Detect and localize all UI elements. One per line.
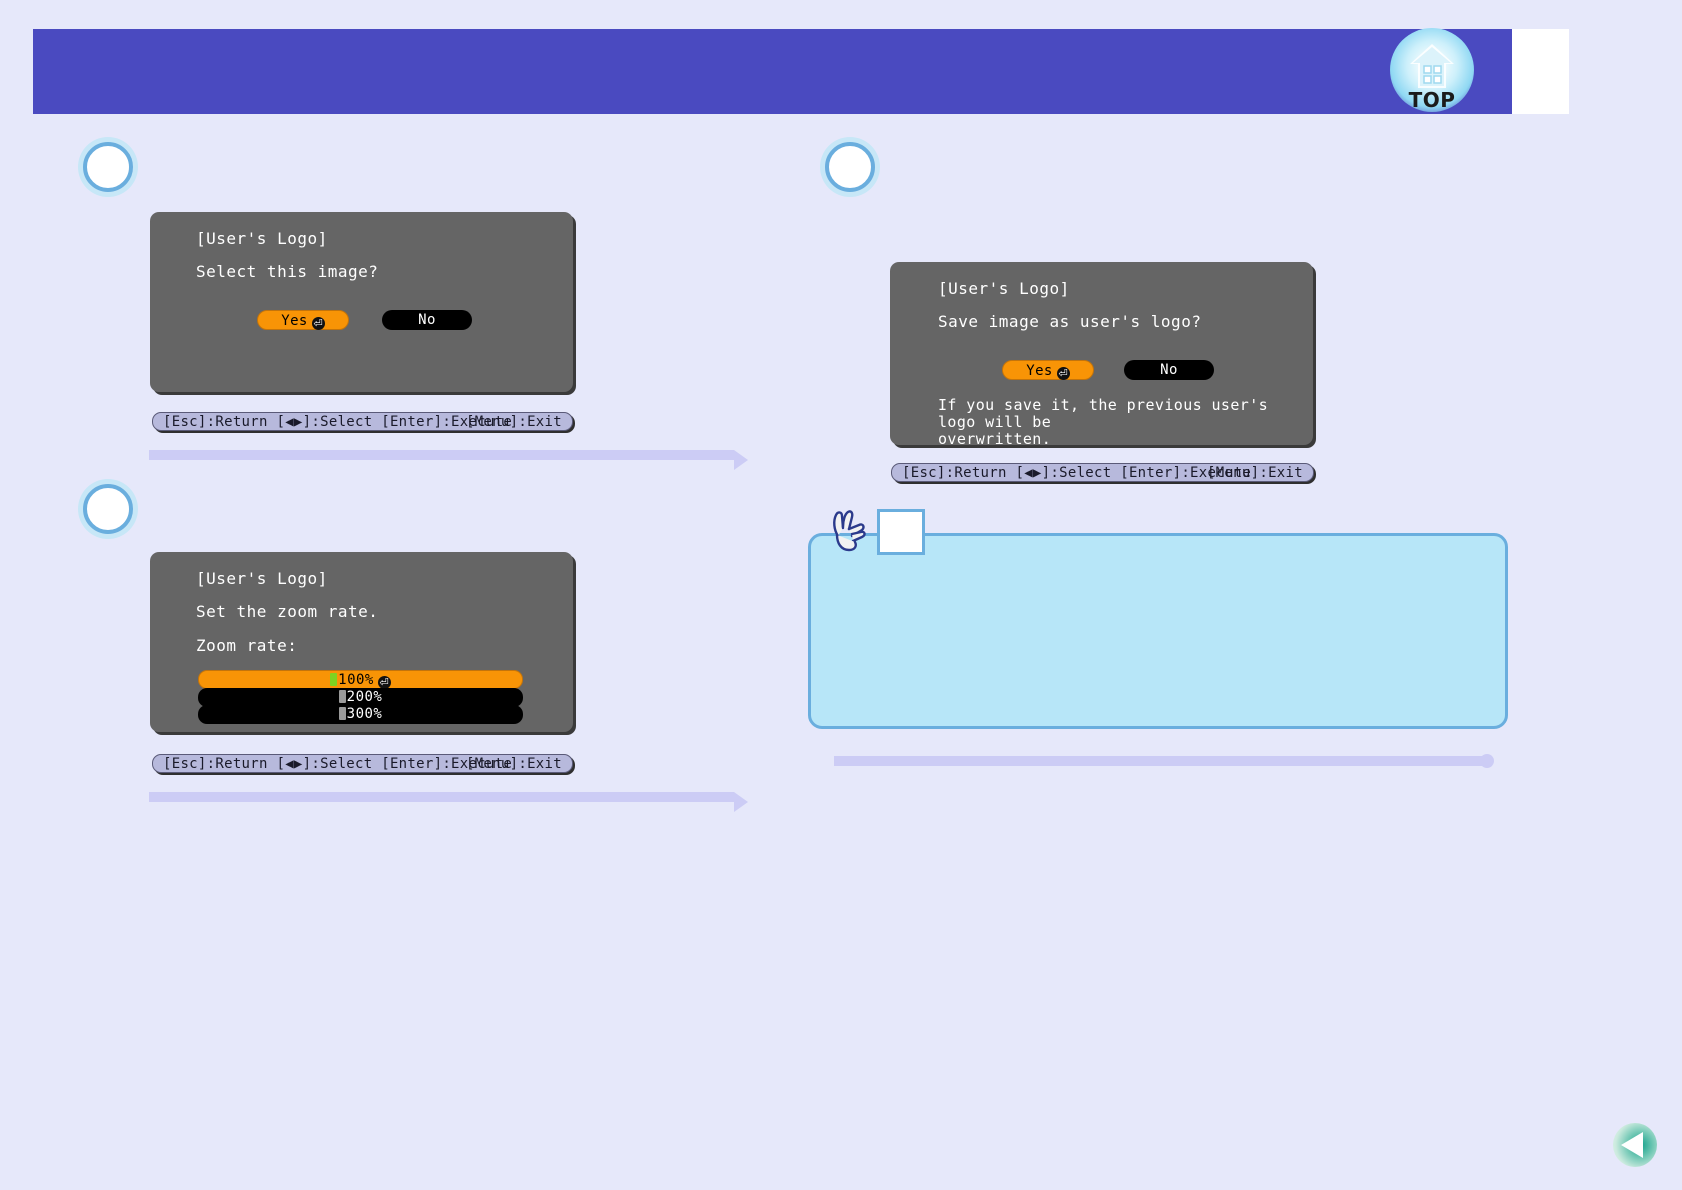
tip-box xyxy=(808,533,1508,729)
no-button-3-label: No xyxy=(1160,362,1178,378)
zoom-option-200-label: 200% xyxy=(346,689,383,705)
yes-button-3[interactable]: Yes⏎ xyxy=(1002,360,1094,380)
enter-icon-2: ⏎ xyxy=(377,676,391,689)
osd-status-bar-2: [Esc]:Return [◀▶]:Select [Enter]:Execute… xyxy=(152,754,573,773)
enter-icon-1: ⏎ xyxy=(311,317,325,330)
back-arrow-icon[interactable] xyxy=(1613,1123,1657,1167)
osd-status-left-2: [Esc]:Return [◀▶]:Select [Enter]:Execute xyxy=(163,756,513,772)
osd-status-left-3: [Esc]:Return [◀▶]:Select [Enter]:Execute xyxy=(902,465,1252,481)
tip-badge xyxy=(877,509,925,555)
back-arrow-triangle xyxy=(1621,1132,1643,1158)
zoom-option-200-marker xyxy=(338,690,346,703)
no-button-3[interactable]: No xyxy=(1124,360,1214,380)
zoom-option-200[interactable]: 200% xyxy=(198,688,523,707)
top-badge-label: TOP xyxy=(1408,88,1456,112)
osd-status-left-1: [Esc]:Return [◀▶]:Select [Enter]:Execute xyxy=(163,414,513,430)
pointing-hand-icon xyxy=(828,508,870,554)
osd-status-bar-1: [Esc]:Return [◀▶]:Select [Enter]:Execute… xyxy=(152,412,573,431)
zoom-option-100-label: 100% xyxy=(338,672,374,688)
header-bar xyxy=(33,29,1512,114)
osd-title-3: [User's Logo] xyxy=(938,279,1070,298)
step-marker-1 xyxy=(83,142,133,192)
osd-title-1: [User's Logo] xyxy=(196,229,328,248)
flow-arrow-2 xyxy=(734,792,748,812)
flow-connector-1 xyxy=(149,450,734,460)
step-marker-3 xyxy=(825,142,875,192)
osd-dialog-select-image: [User's Logo] Select this image? Yes⏎ No xyxy=(150,212,573,392)
zoom-option-100-marker xyxy=(330,673,338,686)
no-button-1-label: No xyxy=(418,312,436,328)
flow-connector-2 xyxy=(149,792,734,802)
no-button-1[interactable]: No xyxy=(382,310,472,330)
step-marker-2 xyxy=(83,484,133,534)
osd-message-2: Set the zoom rate. xyxy=(196,602,379,621)
flow-arrow-1 xyxy=(734,450,748,470)
osd-status-right-3: [Menu]:Exit xyxy=(1206,465,1303,481)
osd-message-1: Select this image? xyxy=(196,262,379,281)
zoom-option-300-marker xyxy=(338,707,346,720)
enter-icon-3: ⏎ xyxy=(1056,367,1070,380)
osd-dialog-save-logo: [User's Logo] Save image as user's logo?… xyxy=(890,262,1313,448)
zoom-option-100[interactable]: 100%⏎ xyxy=(198,670,523,689)
osd-note-3: If you save it, the previous user's logo… xyxy=(938,396,1269,448)
osd-status-bar-3: [Esc]:Return [◀▶]:Select [Enter]:Execute… xyxy=(891,463,1314,482)
osd-status-right-2: [Menu]:Exit xyxy=(465,756,562,772)
osd-field-label-2: Zoom rate: xyxy=(196,636,298,655)
osd-dialog-zoom-rate: [User's Logo] Set the zoom rate. Zoom ra… xyxy=(150,552,573,732)
flow-endpoint-dot xyxy=(1480,754,1494,768)
flow-connector-3 xyxy=(834,756,1482,766)
yes-button-3-label: Yes xyxy=(1026,363,1053,379)
zoom-option-300-label: 300% xyxy=(346,706,383,722)
osd-message-3: Save image as user's logo? xyxy=(938,312,1202,331)
home-icon xyxy=(1408,42,1456,92)
osd-status-right-1: [Menu]:Exit xyxy=(465,414,562,430)
osd-title-2: [User's Logo] xyxy=(196,569,328,588)
top-badge[interactable]: TOP xyxy=(1390,28,1474,116)
yes-button-1[interactable]: Yes⏎ xyxy=(257,310,349,330)
zoom-option-300[interactable]: 300% xyxy=(198,705,523,724)
header-right-panel xyxy=(1512,29,1569,114)
yes-button-1-label: Yes xyxy=(281,313,308,329)
